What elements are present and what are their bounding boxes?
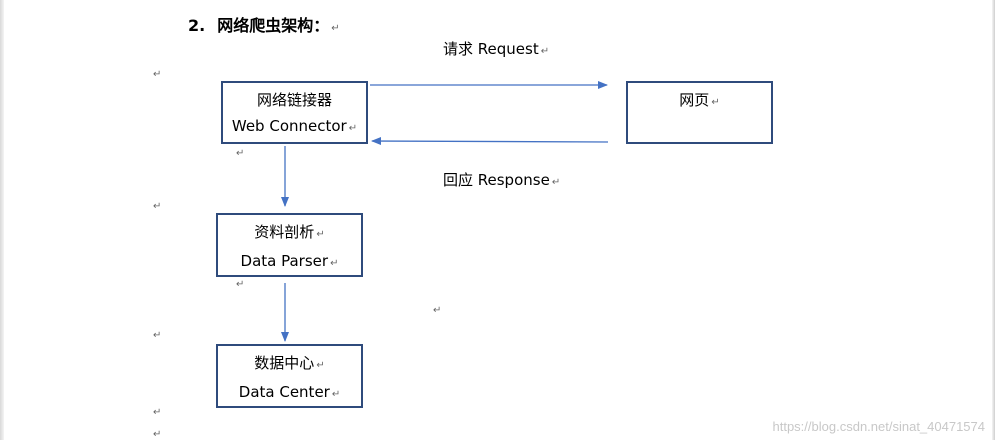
response-arrow <box>371 137 609 146</box>
response-label: 回应 Response↵ <box>443 169 560 190</box>
data-center-box: 数据中心↵ Data Center↵ <box>216 344 363 408</box>
response-label-text: 回应 Response <box>443 171 550 189</box>
paragraph-mark: ↵ <box>153 330 162 341</box>
web-connector-en: Web Connector↵ <box>223 113 366 142</box>
data-parser-cn-text: 资料剖析 <box>254 223 315 241</box>
paragraph-mark: ↵ <box>711 97 720 108</box>
section-heading: 2. 网络爬虫架构：↵ <box>188 12 340 36</box>
paragraph-mark: ↵ <box>330 258 339 269</box>
web-connector-en-text: Web Connector <box>231 117 347 135</box>
page-right-edge <box>992 0 995 440</box>
paragraph-mark: ↵ <box>540 46 550 57</box>
heading-text: 网络爬虫架构： <box>217 16 330 35</box>
data-center-cn-text: 数据中心 <box>254 354 315 372</box>
data-parser-en-text: Data Parser <box>240 252 329 270</box>
heading-number: 2. <box>188 16 206 35</box>
data-center-en: Data Center↵ <box>218 379 361 408</box>
data-parser-cn: 资料剖析↵ <box>218 215 361 248</box>
watermark: https://blog.csdn.net/sinat_40471574 <box>772 419 986 434</box>
paragraph-mark: ↵ <box>153 201 162 212</box>
paragraph-mark: ↵ <box>433 305 442 316</box>
paragraph-mark: ↵ <box>348 123 358 134</box>
webpage-cn: 网页↵ <box>628 83 771 116</box>
web-connector-box: 网络链接器 Web Connector↵ <box>221 81 368 144</box>
paragraph-mark: ↵ <box>551 177 561 188</box>
paragraph-mark: ↵ <box>316 360 325 371</box>
paragraph-mark: ↵ <box>331 23 340 34</box>
data-parser-box: 资料剖析↵ Data Parser↵ <box>216 213 363 277</box>
paragraph-mark: ↵ <box>153 407 162 418</box>
paragraph-mark: ↵ <box>331 389 341 400</box>
webpage-cn-text: 网页 <box>679 91 710 109</box>
request-label-text: 请求 Request <box>443 40 539 58</box>
request-label: 请求 Request↵ <box>443 38 549 59</box>
paragraph-mark: ↵ <box>153 69 162 80</box>
paragraph-mark: ↵ <box>236 148 245 159</box>
page-left-edge <box>0 0 4 440</box>
web-connector-cn: 网络链接器 <box>256 91 332 109</box>
webpage-box: 网页↵ <box>626 81 773 144</box>
data-center-en-text: Data Center <box>238 383 330 401</box>
paragraph-mark: ↵ <box>236 279 245 290</box>
data-parser-en: Data Parser↵ <box>218 248 361 277</box>
paragraph-mark: ↵ <box>153 429 162 440</box>
data-center-cn: 数据中心↵ <box>218 346 361 379</box>
paragraph-mark: ↵ <box>316 229 325 240</box>
